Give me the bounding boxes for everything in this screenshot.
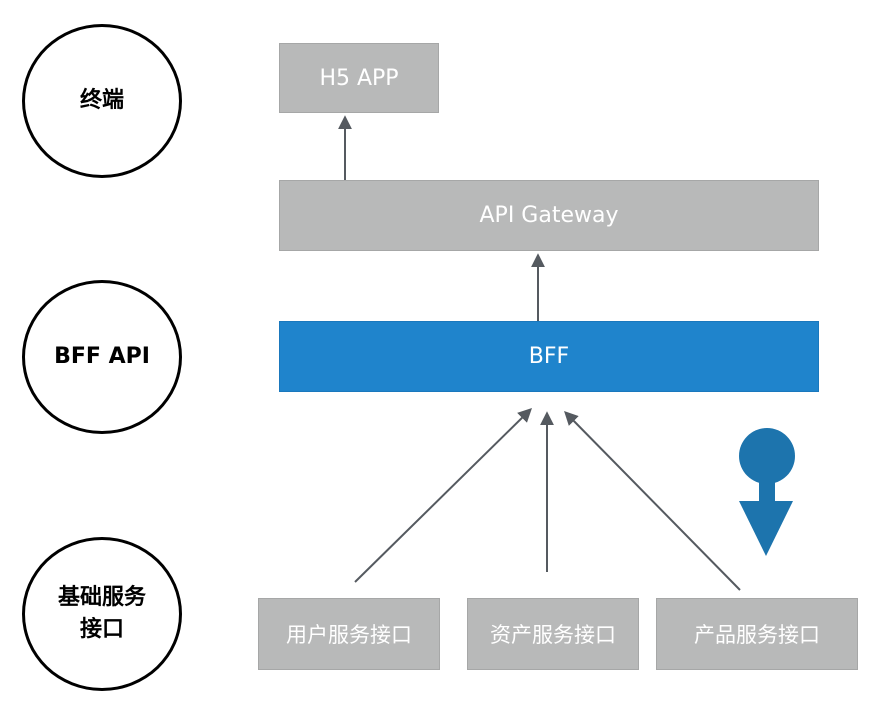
product-service-box: 产品服务接口 [656, 598, 858, 670]
bff-label: BFF [528, 344, 570, 369]
arrow-user-to-bff [354, 408, 532, 583]
user-service-label: 用户服务接口 [286, 623, 412, 647]
h5-app-label: H5 APP [319, 65, 399, 91]
layer-circle-terminal: 终端 [22, 24, 182, 178]
arrow-product-to-bff [564, 411, 741, 591]
layer-circle-bff-api: BFF API [22, 280, 182, 434]
layer-label-bff-api: BFF API [54, 344, 150, 370]
asset-service-box: 资产服务接口 [467, 598, 639, 670]
h5-app-box: H5 APP [279, 43, 439, 113]
user-service-box: 用户服务接口 [258, 598, 440, 670]
api-gateway-box: API Gateway [279, 180, 819, 251]
asset-service-label: 资产服务接口 [490, 623, 616, 647]
product-service-label: 产品服务接口 [694, 623, 820, 647]
api-gateway-label: API Gateway [479, 203, 619, 228]
layer-label-base-line1: 基础服务 [57, 585, 146, 611]
map-pin-down-arrow-icon [739, 428, 795, 556]
layer-circle-base-service: 基础服务 接口 [22, 537, 182, 691]
bff-box: BFF [279, 321, 819, 392]
layer-label-terminal: 终端 [79, 88, 124, 114]
layer-label-base-line2: 接口 [79, 617, 124, 642]
